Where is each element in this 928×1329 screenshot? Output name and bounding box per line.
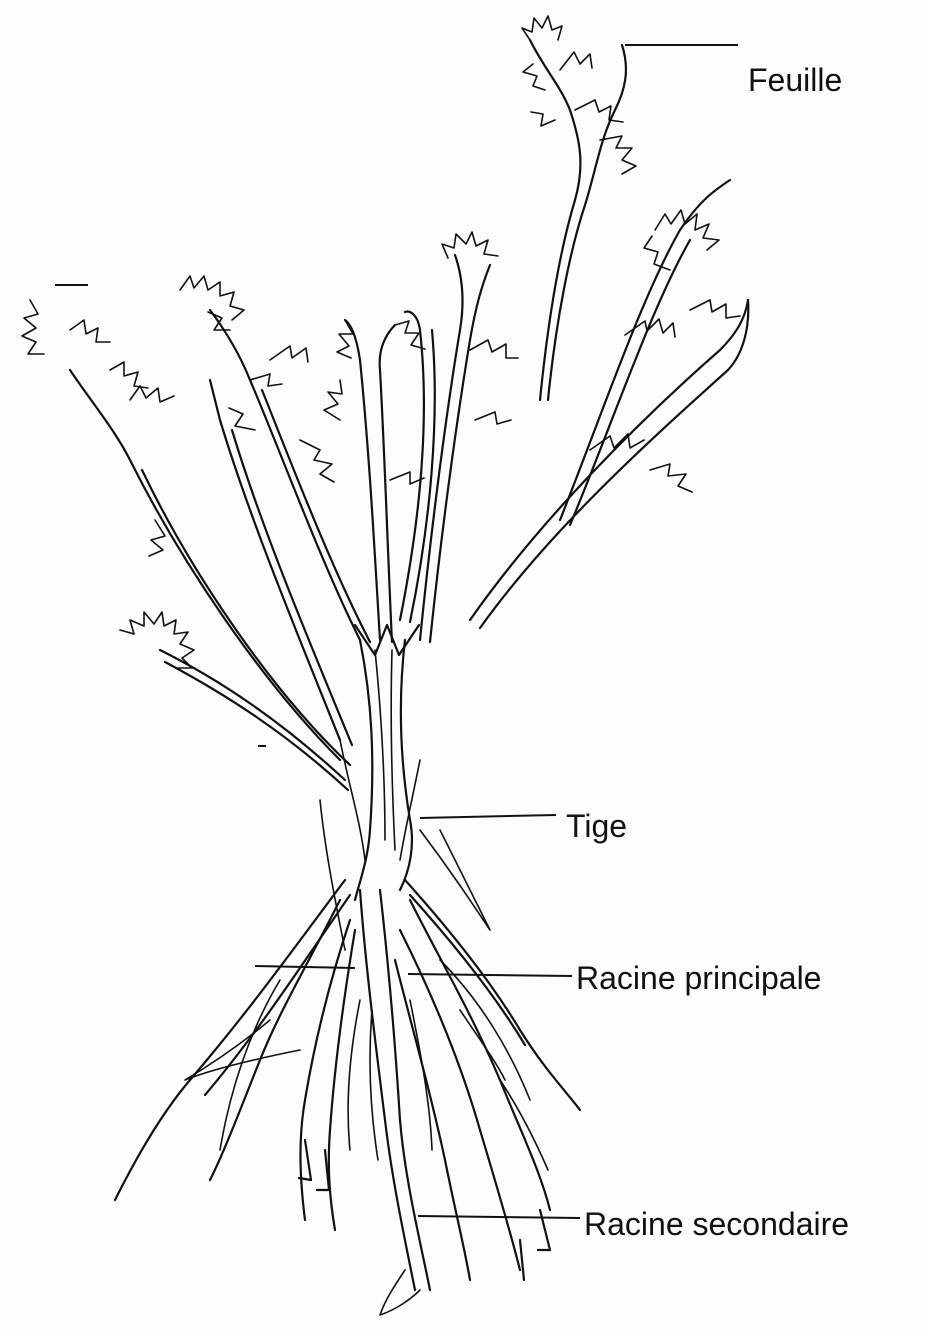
leader-secondary-root — [418, 1216, 580, 1218]
label-leaf: Feuille — [748, 64, 842, 96]
leaf-center-blade — [400, 312, 424, 620]
label-secondary-root: Racine secondaire — [584, 1208, 849, 1240]
leaf-center-right — [420, 255, 462, 640]
main-root — [360, 890, 415, 1290]
label-main-root: Racine principale — [576, 962, 821, 994]
leader-lines — [55, 45, 738, 1218]
roots — [115, 800, 580, 1315]
leader-main-root — [408, 974, 572, 976]
leaf-center — [345, 320, 380, 640]
stem — [340, 625, 420, 900]
leaf-upper-right — [560, 180, 730, 520]
leader-stem — [420, 815, 556, 818]
leaf-left — [70, 370, 340, 760]
leaves — [22, 16, 748, 790]
label-stem: Tige — [566, 810, 627, 842]
leaf-center-left — [210, 310, 360, 640]
leaf-right-blade — [470, 300, 748, 620]
leader-stub-left-root — [255, 966, 355, 968]
